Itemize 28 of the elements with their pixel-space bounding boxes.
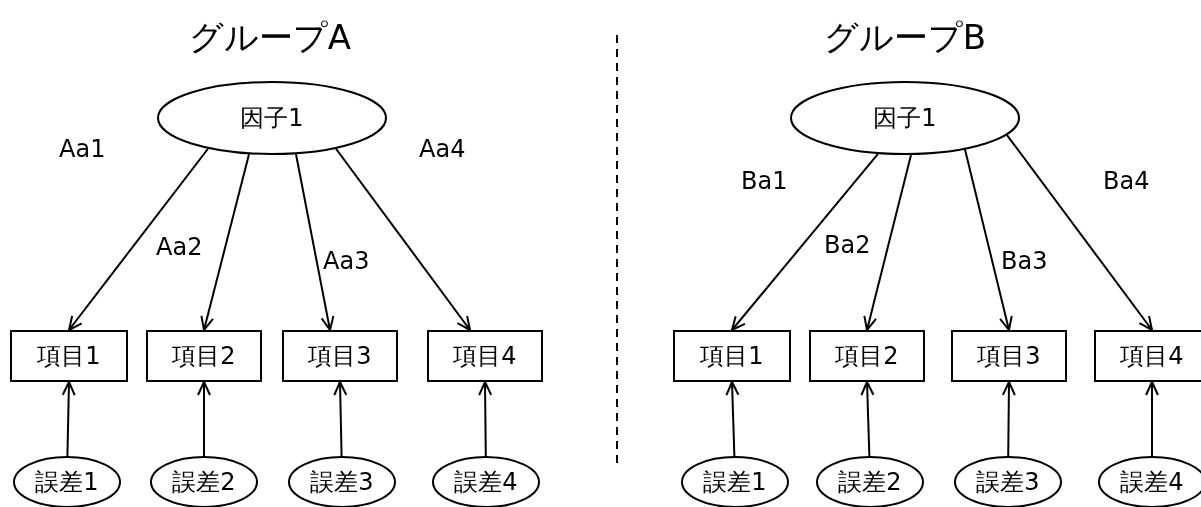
arrow — [333, 381, 348, 457]
item-box: 項目1 — [10, 330, 128, 382]
arrow — [725, 381, 740, 457]
item-box: 項目2 — [809, 330, 925, 382]
arrow — [478, 381, 493, 457]
item-box: 項目3 — [951, 330, 1067, 382]
arrow — [731, 152, 879, 331]
arrow — [200, 153, 250, 331]
arrow — [1006, 134, 1153, 331]
factor-ellipse: 因子1 — [157, 81, 387, 155]
group-title: グループA — [188, 20, 352, 54]
arrow — [860, 381, 875, 457]
item-box: 項目2 — [146, 330, 262, 382]
arrow — [863, 153, 912, 331]
factor-ellipse: 因子1 — [790, 81, 1020, 155]
group-title: グループB — [823, 20, 987, 54]
item-box: 項目4 — [427, 330, 543, 382]
item-box: 項目1 — [673, 330, 791, 382]
arrow — [68, 147, 209, 331]
item-box: 項目4 — [1094, 330, 1201, 382]
arrow — [295, 153, 335, 331]
item-box: 項目3 — [282, 330, 398, 382]
arrow — [197, 381, 211, 457]
arrow — [335, 147, 471, 331]
arrow — [1145, 381, 1159, 457]
arrow — [61, 381, 76, 457]
arrow — [1001, 381, 1016, 457]
arrow — [964, 148, 1013, 331]
